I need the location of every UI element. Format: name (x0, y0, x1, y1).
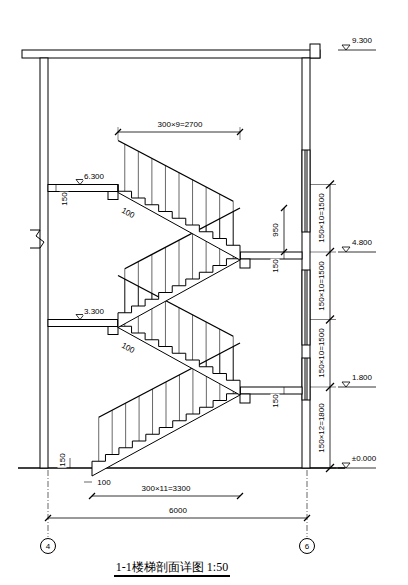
rotated-dimension: 150×10=1500 (317, 328, 326, 379)
rotated-dimension: 150×10=1500 (317, 260, 326, 311)
dimension-line (118, 132, 240, 133)
window (302, 358, 310, 400)
level-line (72, 319, 104, 320)
dimension-text: 300×11=3300 (141, 484, 192, 493)
dimension-text: 6000 (168, 506, 188, 515)
level-line (338, 252, 376, 253)
dimension-line (56, 185, 57, 192)
rotated-dimension: 150 (271, 393, 280, 408)
dimension-line (284, 208, 285, 252)
rotated-dimension: 150 (271, 258, 280, 273)
dimension-line (70, 458, 71, 468)
landing-beam (240, 259, 250, 268)
axis-circle: 6 (299, 538, 315, 554)
rotated-dimension: 150 (58, 452, 67, 467)
extension-line (310, 319, 336, 320)
ground-line (18, 467, 345, 469)
parapet (310, 44, 320, 58)
left-wall (40, 58, 48, 468)
axis-circle: 4 (40, 538, 56, 554)
window (302, 150, 310, 232)
dimension-text: ±0.000 (351, 454, 377, 463)
window-glass (305, 358, 306, 400)
railing (99, 343, 240, 461)
rotated-dimension: 150 (60, 191, 69, 206)
rotated-dimension: 100 (119, 340, 137, 355)
extension-line (310, 387, 336, 388)
drawing-title: 1-1楼梯剖面详图 1:50 (114, 560, 230, 577)
rotated-dimension: 950 (271, 222, 280, 237)
axis-number: 6 (305, 542, 309, 551)
dimension-text: 6.300 (83, 171, 105, 180)
level-symbol (342, 382, 350, 387)
dimension-text: 100 (96, 478, 111, 487)
extension-line (118, 127, 119, 140)
dimension-tick (281, 205, 287, 211)
rotated-dimension: 100 (119, 205, 137, 220)
dimension-line (92, 496, 240, 497)
dimension-tick (237, 493, 243, 499)
rotated-dimension: 150×10=1500 (317, 193, 326, 244)
dimension-line (84, 482, 92, 483)
landing-beam (240, 394, 250, 403)
roof-slab (22, 50, 320, 58)
dimension-text: 3.300 (83, 306, 105, 315)
dimension-text: 1.800 (351, 373, 373, 382)
extension-line (310, 252, 336, 253)
window-glass (307, 270, 308, 345)
window-glass (307, 358, 308, 400)
extension-line (310, 468, 336, 469)
rotated-dimension: 150×12=1800 (317, 402, 326, 453)
floor-slab (48, 320, 118, 327)
break-symbol (30, 230, 44, 248)
dimension-tick (89, 493, 95, 499)
level-line (72, 184, 104, 185)
dimension-text: 300×9=2700 (157, 120, 204, 129)
dimension-line (330, 185, 331, 469)
extension-line (240, 127, 241, 140)
dimension-line (284, 252, 285, 259)
floor-slab (48, 185, 118, 192)
railing (118, 141, 233, 246)
floor-beam (108, 192, 118, 200)
level-line (338, 468, 376, 469)
floor-beam (108, 327, 118, 335)
level-symbol (76, 180, 84, 185)
level-symbol (342, 45, 350, 50)
level-line (338, 50, 376, 51)
window-glass (305, 270, 306, 345)
level-symbol (342, 247, 350, 252)
dimension-text: 9.300 (351, 36, 373, 45)
extension-line (310, 184, 336, 185)
axis-number: 4 (46, 542, 50, 551)
dimension-line (284, 387, 285, 394)
axis-line (307, 470, 308, 537)
dimension-text: 4.800 (351, 238, 373, 247)
window-glass (305, 150, 306, 232)
axis-line (48, 470, 49, 537)
level-symbol (342, 463, 350, 468)
right-wall (302, 58, 310, 468)
window-glass (307, 150, 308, 232)
dimension-line (48, 518, 307, 519)
level-symbol (76, 315, 84, 320)
window (302, 270, 310, 345)
level-line (338, 387, 376, 388)
